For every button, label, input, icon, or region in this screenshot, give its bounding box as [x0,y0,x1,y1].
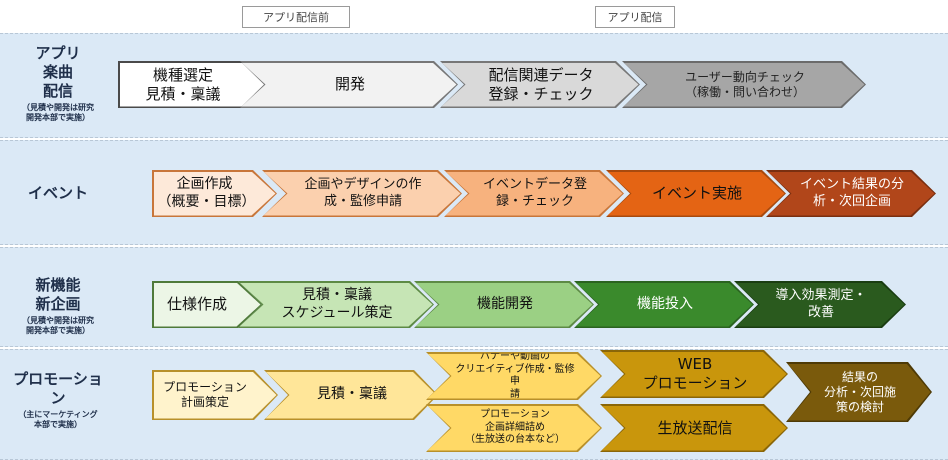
step-event-execution: イベント実施 [606,170,786,217]
step-promotion-estimate: 見積・稟議 [264,370,438,420]
step-chevron-body: ユーザー動向チェック （稼働・問い合わせ） [624,63,865,107]
step-chevron-body: 結果の 分析・次回施 策の検討 [788,364,931,421]
step-label: 結果の 分析・次回施 策の検討 [823,369,896,414]
step-design-review: 企画やデザインの作 成・監修申請 [262,170,462,217]
lane-title: イベント [27,184,88,202]
lane-label-new-feature: 新機能 新企画 （見積や開発は研究 開発本部で実施） [0,276,116,336]
step-label: 企画作成 （概要・目標） [157,176,256,210]
step-result-analysis: 結果の 分析・次回施 策の検討 [786,362,932,422]
step-chevron-body: バナーや動画の クリエイティブ作成・監修申 請 [428,354,601,399]
step-chevron-body: 機能投入 [576,283,753,327]
step-promotion-details: プロモーション 企画詳細詰め （生放送の台本など） [426,404,602,452]
step-label: 機種選定 見積・稟議 [145,65,221,103]
step-estimate-schedule: 見積・稟議 スケジュール策定 [238,281,434,328]
lane-title: プロモーショ ン [13,370,103,407]
step-label: 見積・稟議 スケジュール策定 [281,287,393,321]
step-chevron-body: WEB プロモーション [602,352,787,397]
lane-title: アプリ 楽曲 配信 [35,44,81,100]
step-chevron-body: 配信関連データ 登録・チェック [442,63,639,107]
phase-label-release: アプリ配信 [595,6,675,28]
step-label: 導入効果測定・ 改善 [775,288,867,320]
step-event-data-registration: イベントデータ登 録・チェック [444,170,624,217]
step-user-trend-check: ユーザー動向チェック （稼働・問い合わせ） [622,61,866,108]
step-plan-creation: 企画作成 （概要・目標） [152,170,277,217]
step-chevron-body: イベント実施 [608,172,785,216]
step-chevron-body: 企画作成 （概要・目標） [154,172,276,216]
step-creative-production: バナーや動画の クリエイティブ作成・監修申 請 [426,352,602,400]
lane-label-promotion: プロモーショ ン （主にマーケティング 本部で実施） [0,370,116,430]
lane-title: 新機能 新企画 [35,276,81,313]
step-chevron-body: 仕様作成 [154,283,261,327]
step-label: ユーザー動向チェック （稼働・問い合わせ） [684,69,805,99]
step-label: 企画やデザインの作 成・監修申請 [304,177,422,209]
lane-note: （主にマーケティング 本部で実施） [18,410,98,429]
step-data-registration: 配信関連データ 登録・チェック [440,61,640,108]
lane-note: （見積や開発は研究 開発本部で実施） [22,103,94,122]
step-label: イベントデータ登 録・チェック [482,177,587,209]
step-device-selection: 機種選定 見積・稟議 [118,61,268,108]
step-chevron-body: 開発 [242,63,457,107]
step-web-promotion: WEB プロモーション [600,350,788,398]
step-label: プロモーション 企画詳細詰め （生放送の台本など） [465,409,565,446]
step-label: 仕様作成 [166,295,227,314]
step-chevron-body: 生放送配信 [602,406,787,451]
step-label: イベント実施 [651,184,742,203]
step-label: 機能開発 [477,295,533,312]
step-chevron-body: イベント結果の分 析・次回企画 [768,172,935,216]
phase-label-pre-release: アプリ配信前 [242,6,350,28]
step-label: 配信関連データ 登録・チェック [488,65,594,103]
step-label: WEB プロモーション [642,355,748,392]
step-effect-measurement: 導入効果測定・ 改善 [734,281,906,328]
step-label: 生放送配信 [657,418,733,437]
step-feature-development: 機能開発 [414,281,594,328]
step-label: 見積・稟議 [317,386,387,403]
step-chevron-body: イベントデータ登 録・チェック [446,172,623,216]
lane-label-app-music: アプリ 楽曲 配信 （見積や開発は研究 開発本部で実施） [0,44,116,123]
step-feature-release: 機能投入 [574,281,754,328]
step-label: 機能投入 [637,295,693,312]
lane-note: （見積や開発は研究 開発本部で実施） [22,316,94,335]
step-spec-creation: 仕様作成 [152,281,262,328]
step-chevron-body: プロモーション 計画策定 [154,372,277,419]
step-development: 開発 [240,61,458,108]
step-event-analysis: イベント結果の分 析・次回企画 [766,170,936,217]
step-label: バナーや動画の クリエイティブ作成・監修申 請 [455,351,575,400]
step-chevron-body: 見積・稟議 スケジュール策定 [240,283,433,327]
step-chevron-body: 機種選定 見積・稟議 [120,63,267,107]
step-label: 開発 [334,75,365,94]
step-live-broadcast: 生放送配信 [600,404,788,452]
step-chevron-body: 機能開発 [416,283,593,327]
step-label: プロモーション 計画策定 [163,380,247,409]
step-chevron-body: 導入効果測定・ 改善 [736,283,905,327]
step-promotion-planning: プロモーション 計画策定 [152,370,278,420]
step-chevron-body: 企画やデザインの作 成・監修申請 [264,172,461,216]
step-chevron-body: プロモーション 企画詳細詰め （生放送の台本など） [428,406,601,451]
step-label: イベント結果の分 析・次回企画 [799,177,904,209]
step-chevron-body: 見積・稟議 [266,372,437,419]
lane-label-event: イベント [0,184,116,203]
